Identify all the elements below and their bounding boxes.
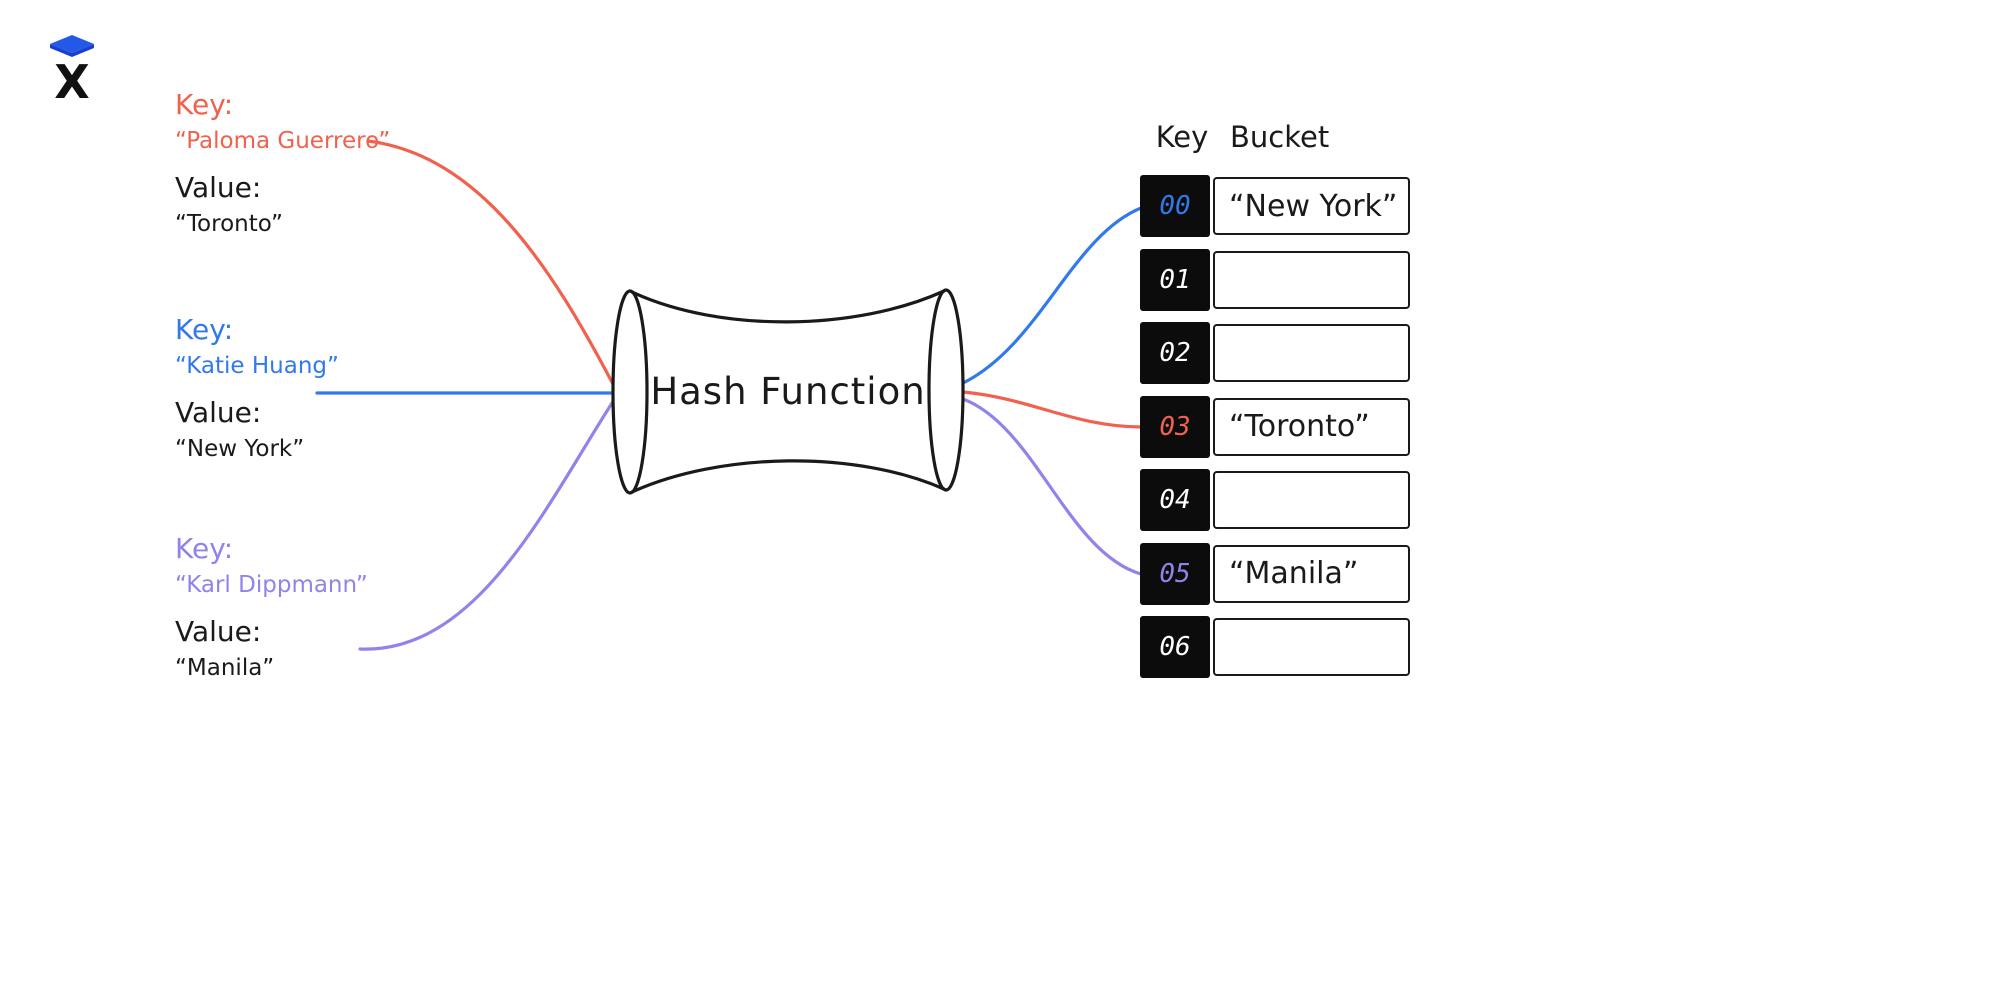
connector-purple-input-line [358,398,616,651]
key-text: “Karl Dippmann” [175,572,368,598]
hash-function-right-cap [927,288,965,492]
bucket-index-cell: 06 [1140,616,1210,678]
table-row: 06 [1140,616,1410,678]
bucket-table: 00 “New York” 01 02 03 “Toronto” 04 05 “… [1140,175,1410,678]
key-label: Key: [175,313,234,346]
diamond-icon [50,35,94,57]
bucket-value-cell [1213,250,1410,309]
key-text: “Paloma Guerrero” [175,128,391,154]
value-text: “Manila” [175,655,275,681]
value-text: “New York” [175,436,305,462]
bucket-index-cell: 02 [1140,322,1210,384]
hash-function-bottom-edge [630,459,946,494]
value-text: “Toronto” [175,211,283,237]
table-row: 02 [1140,322,1410,384]
bucket-index-cell: 05 [1140,542,1210,605]
table-row: 00 “New York” [1140,175,1410,237]
bucket-value-cell [1213,324,1410,382]
table-header-key: Key [1155,120,1209,154]
input-pair-katie: Key: “Katie Huang” Value: “New York” [175,313,339,462]
hash-function-left-cap [611,289,649,495]
table-row: 05 “Manila” [1140,542,1410,605]
table-row: 01 [1140,248,1410,311]
logo-letter: X [54,55,90,109]
connector-blue-output-line [961,206,1143,385]
key-text: “Katie Huang” [175,353,339,379]
bucket-index-cell: 03 [1140,395,1210,458]
bucket-index-cell: 01 [1140,248,1210,311]
logo: X [42,34,102,105]
bucket-index-cell: 00 [1140,175,1210,237]
key-label: Key: [175,532,234,565]
connector-red-output-line [961,390,1143,429]
value-label: Value: [175,171,262,204]
hash-function-top-edge [630,289,946,324]
table-row: 04 [1140,469,1410,531]
hash-function-body [630,290,946,493]
connector-red-input-line [366,139,616,388]
key-label: Key: [175,88,234,121]
table-header-bucket: Bucket [1230,120,1330,154]
value-label: Value: [175,615,262,648]
bucket-value-cell [1213,471,1410,529]
value-label: Value: [175,396,262,429]
connector-purple-output-line [961,397,1143,576]
table-row: 03 “Toronto” [1140,395,1410,458]
bucket-value-cell: “New York” [1213,177,1410,235]
bucket-value-cell [1213,618,1410,676]
hash-function-label: Hash Function [650,370,926,413]
input-pair-paloma: Key: “Paloma Guerrero” Value: “Toronto” [175,88,390,237]
input-pair-karl: Key: “Karl Dippmann” Value: “Manila” [175,532,368,681]
bucket-index-cell: 04 [1140,469,1210,531]
bucket-value-cell: “Toronto” [1213,397,1410,456]
bucket-value-cell: “Manila” [1213,544,1410,603]
